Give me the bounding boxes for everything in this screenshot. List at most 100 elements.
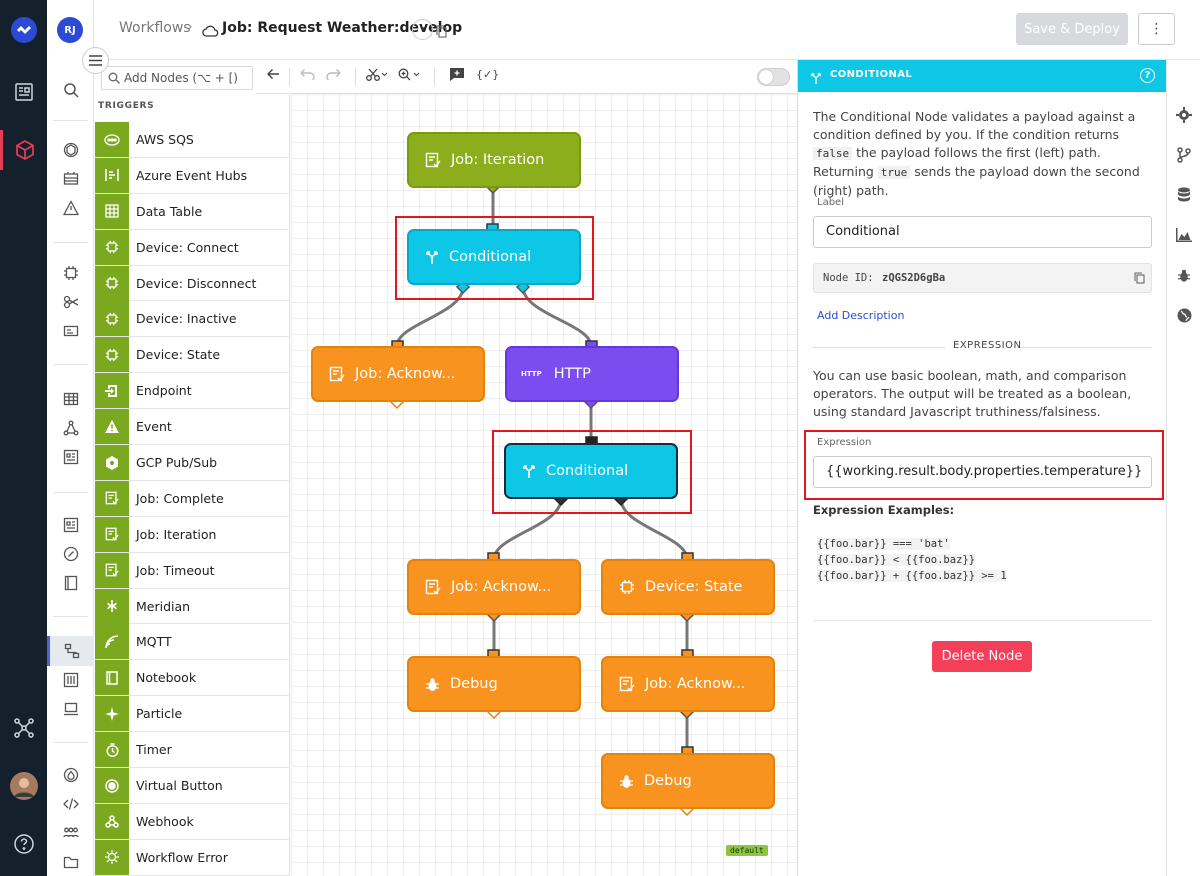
palette-item-device-state[interactable]: Device: State [95,337,289,374]
node-debug-2[interactable]: Debug [601,753,775,809]
palette-item-timer[interactable]: Timer [95,732,289,769]
help-icon[interactable] [0,824,47,864]
palette-item-label: Job: Iteration [136,526,217,542]
save-deploy-button[interactable]: Save & Deploy [1016,13,1128,45]
node-debug-1[interactable]: Debug [407,656,581,712]
version-dropdown-button[interactable]: ▾ [412,19,433,40]
copy-icon[interactable] [436,23,447,42]
code-icon[interactable] [47,789,94,819]
panel-title: CONDITIONAL [830,69,913,80]
palette-item-data-table[interactable]: Data Table [95,193,289,230]
node-job-acknowledge-1[interactable]: Job: Acknow... [311,346,485,402]
expression-examples: {{foo.bar}} === 'bat' {{foo.bar}} < {{fo… [817,536,1007,584]
chip-icon [95,301,129,337]
palette-item-label: Device: Disconnect [136,275,257,291]
node-device-state[interactable]: Device: State [601,559,775,615]
user-avatar[interactable] [0,766,47,806]
database-icon[interactable] [1167,180,1200,210]
recipes-icon[interactable] [47,287,94,317]
edge-icon[interactable] [47,694,94,724]
applications-icon[interactable] [0,130,47,170]
dashboards-list-icon[interactable] [47,510,94,540]
node-label: Conditional [449,249,532,265]
files-icon[interactable] [47,847,94,876]
flows-icon[interactable] [47,413,94,443]
palette-item-endpoint[interactable]: Endpoint [95,373,289,410]
bug-icon[interactable] [1167,260,1200,290]
palette-item-virtual-button[interactable]: Virtual Button [95,768,289,804]
resources-icon[interactable] [47,164,94,194]
workflows-icon[interactable] [47,636,94,666]
branch-icon[interactable] [1167,140,1200,170]
zoom-icon[interactable] [398,68,420,81]
help-circle-icon[interactable]: ? [1140,68,1155,83]
node-http[interactable]: HTTP HTTP [505,346,679,402]
divider [813,620,1152,621]
node-job-iteration[interactable]: Job: Iteration [407,132,581,188]
timer-icon [95,732,129,768]
bug-icon [425,677,440,692]
devices-icon[interactable] [47,258,94,288]
palette-item-device-inactive[interactable]: Device: Inactive [95,301,289,338]
copy-icon[interactable] [1134,272,1145,287]
overview-icon[interactable] [47,135,94,165]
data-tables-icon[interactable] [47,384,94,414]
delete-node-button[interactable]: Delete Node [932,641,1032,672]
palette-item-job-complete[interactable]: Job: Complete [95,480,289,517]
node-job-acknowledge-2[interactable]: Job: Acknow... [407,559,581,615]
node-job-acknowledge-3[interactable]: Job: Acknow... [601,656,775,712]
hamburger-menu-icon[interactable] [82,47,109,74]
credentials-icon[interactable] [47,316,94,346]
events-icon[interactable] [47,193,94,223]
palette-item-azure-event-hubs[interactable]: Azure Event Hubs [95,157,289,194]
palette-item-aws-sqs[interactable]: AWS SQS [95,122,289,158]
palette-item-event[interactable]: Event [95,409,289,446]
expression-input[interactable]: {{working.result.body.properties.tempera… [813,456,1152,488]
drop-icon[interactable] [47,760,94,790]
palette-item-label: Endpoint [136,383,192,399]
notebooks-icon[interactable] [47,568,94,598]
dashboards-icon[interactable] [0,72,47,112]
experience-icon[interactable] [47,539,94,569]
palette-item-particle[interactable]: Particle [95,696,289,733]
network-icon[interactable] [0,708,47,748]
debug-toggle[interactable] [757,68,790,86]
label-input[interactable]: Conditional [813,216,1152,248]
palette-item-gcp-pub-sub[interactable]: GCP Pub/Sub [95,445,289,481]
add-description-link[interactable]: Add Description [817,309,905,322]
add-comment-icon[interactable] [450,68,464,81]
add-nodes-search-input[interactable]: Add Nodes (⌥ + [) [101,66,253,90]
palette-item-device-connect[interactable]: Device: Connect [95,229,289,266]
palette-item-meridian[interactable]: Meridian [95,588,289,625]
users-icon[interactable] [47,818,94,848]
node-conditional-2[interactable]: Conditional [504,443,678,499]
search-placeholder: Add Nodes (⌥ + [) [124,71,238,85]
search-icon[interactable] [47,75,94,105]
palette-item-webhook[interactable]: Webhook [95,803,289,840]
node-conditional-1[interactable]: Conditional [407,229,581,285]
dashboards-sub-icon[interactable] [47,442,94,472]
globe-icon[interactable] [1167,300,1200,330]
undo-icon[interactable] [300,68,315,80]
cut-icon[interactable] [366,68,387,81]
gcp-icon [95,445,129,481]
gear-icon[interactable] [1167,100,1200,130]
redo-icon[interactable] [326,68,341,80]
expression-editor-icon[interactable]: {✓} [476,68,500,81]
palette-item-job-timeout[interactable]: Job: Timeout [95,552,289,589]
back-arrow-icon[interactable] [267,68,280,80]
area-chart-icon[interactable] [1167,220,1200,250]
more-options-button[interactable]: ⋮ [1138,13,1175,45]
org-avatar[interactable]: RJ [57,17,83,43]
palette-item-label: Data Table [136,203,203,219]
logo-icon[interactable] [0,10,47,50]
palette-item-device-disconnect[interactable]: Device: Disconnect [95,265,289,302]
palette-item-workflow-error[interactable]: Workflow Error [95,839,289,876]
settings-sliders-icon[interactable] [47,665,94,695]
conditional-icon [522,464,536,478]
palette-item-job-iteration[interactable]: Job: Iteration [95,516,289,553]
palette-item-mqtt[interactable]: MQTT [95,624,289,661]
palette-item-notebook[interactable]: Notebook [95,660,289,697]
workflow-canvas[interactable]: Job: Iteration Conditional Job: Acknow..… [291,94,797,876]
breadcrumb-workflows[interactable]: Workflows [119,20,191,36]
